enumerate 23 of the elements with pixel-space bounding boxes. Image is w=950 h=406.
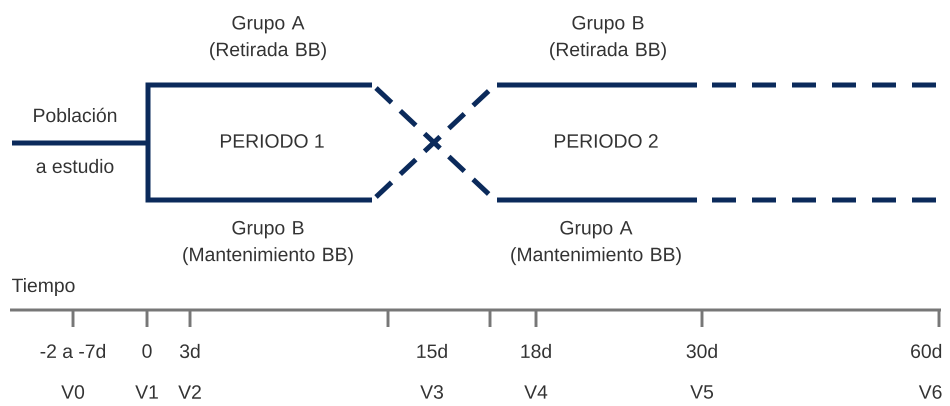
visit-label: V5 [690, 385, 714, 399]
group-label: Grupo B (Mantenimiento BB) [183, 220, 353, 266]
time-label: 30d [686, 344, 717, 358]
group-label: Grupo B (Retirada BB) [550, 16, 666, 60]
axis-title: Tiempo [12, 278, 75, 296]
time-label: 18d [521, 344, 551, 358]
time-label: 60d [911, 344, 942, 358]
period-label: PERIODO 1 [220, 134, 324, 148]
visit-label: V4 [524, 385, 548, 399]
population-label: a estudio [36, 158, 114, 174]
group-label: Grupo A (Mantenimiento BB) [511, 220, 681, 266]
period-label: PERIODO 2 [554, 134, 658, 148]
population-label: Población [34, 108, 116, 122]
time-label: 0 [142, 344, 152, 358]
visit-label: V0 [61, 385, 84, 399]
visit-label: V3 [420, 385, 443, 399]
visit-label: V6 [918, 385, 942, 399]
time-label: 3d [180, 344, 200, 358]
time-label: 15d [417, 344, 447, 358]
visit-label: V1 [135, 385, 158, 399]
group-label: Grupo A (Retirada BB) [210, 16, 326, 60]
visit-label: V2 [178, 385, 201, 399]
time-label: -2 a -7d [40, 344, 106, 358]
